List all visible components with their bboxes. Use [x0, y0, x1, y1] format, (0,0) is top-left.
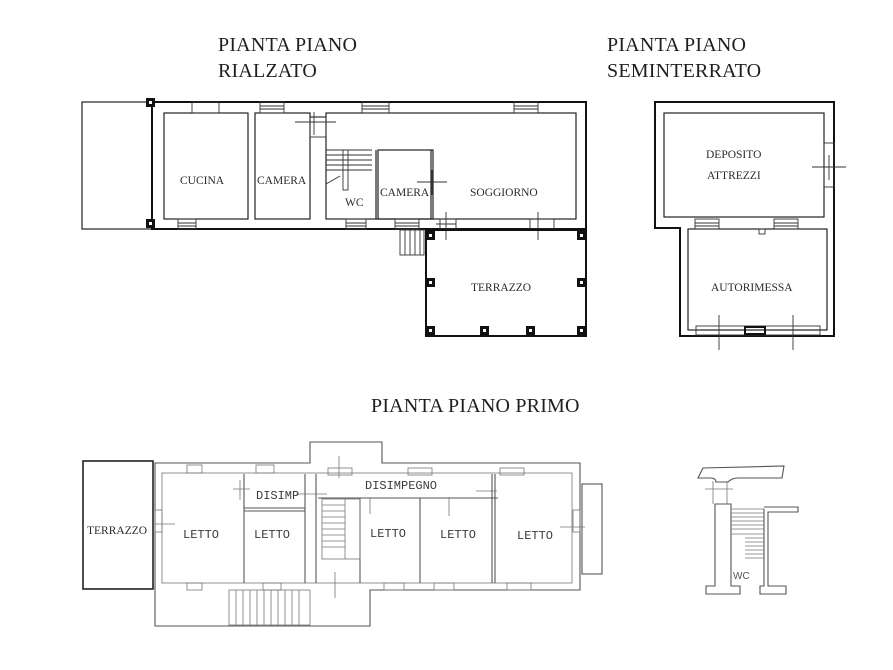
seminterrato-outer-wall — [654, 101, 835, 337]
columns-terrazzo — [426, 231, 586, 335]
title-primo: PIANTA PIANO PRIMO — [371, 395, 580, 417]
terrazzo-primo-outline — [82, 460, 154, 590]
title-rialzato-line2: RIALZATO — [218, 60, 318, 82]
label-letto-1: LETTO — [183, 528, 219, 542]
outside-steps-primo — [228, 589, 311, 626]
stairs-primo — [321, 498, 361, 560]
label-camera-1: CAMERA — [257, 175, 307, 187]
title-seminterrato-line2: SEMINTERRATO — [607, 60, 762, 82]
plan-piano-primo: TERRAZZO LETTO LETTO DISIMP DISIMPEGNO L… — [82, 441, 603, 627]
label-letto-4: LETTO — [440, 528, 476, 542]
label-terrazzo: TERRAZZO — [471, 282, 531, 294]
label-deposito: DEPOSITO — [706, 149, 761, 161]
columns-rialzato — [146, 98, 155, 228]
label-autorimessa: AUTORIMESSA — [711, 282, 793, 294]
primo-outer-wall — [154, 441, 581, 627]
label-cucina: CUCINA — [180, 175, 225, 187]
label-disimpegno: DISIMPEGNO — [365, 479, 437, 493]
label-letto-2: LETTO — [254, 528, 290, 542]
plan-detail-wc: WC — [697, 465, 799, 595]
label-wc: WC — [345, 197, 364, 209]
title-seminterrato-line1: PIANTA PIANO — [607, 34, 747, 56]
stairs-rialzato — [325, 149, 372, 191]
room-autorimessa-outline — [687, 228, 828, 331]
porch-slab — [81, 101, 153, 230]
label-terrazzo-primo: TERRAZZO — [87, 525, 147, 537]
label-wc-detail: WC — [733, 571, 750, 582]
room-camera1-outline — [254, 112, 311, 220]
label-letto-3: LETTO — [370, 527, 406, 541]
label-letto-5: LETTO — [517, 529, 553, 543]
room-deposito-outline — [663, 112, 825, 218]
entrance-steps — [399, 229, 425, 256]
label-soggiorno: SOGGIORNO — [470, 187, 538, 199]
label-attrezzi: ATTREZZI — [707, 170, 761, 182]
room-camera2-outline — [377, 149, 434, 220]
outer-wall — [151, 101, 587, 230]
room-cucina-outline — [163, 112, 249, 220]
title-rialzato-line1: PIANTA PIANO — [218, 34, 358, 56]
plan-piano-rialzato: CUCINA CAMERA WC CAMERA SOGGIORNO TERRAZ… — [81, 98, 587, 337]
plan-piano-seminterrato: DEPOSITO ATTREZZI AUTORIMESSA — [654, 101, 846, 350]
label-camera-2: CAMERA — [380, 187, 430, 199]
label-disimp: DISIMP — [256, 489, 299, 503]
